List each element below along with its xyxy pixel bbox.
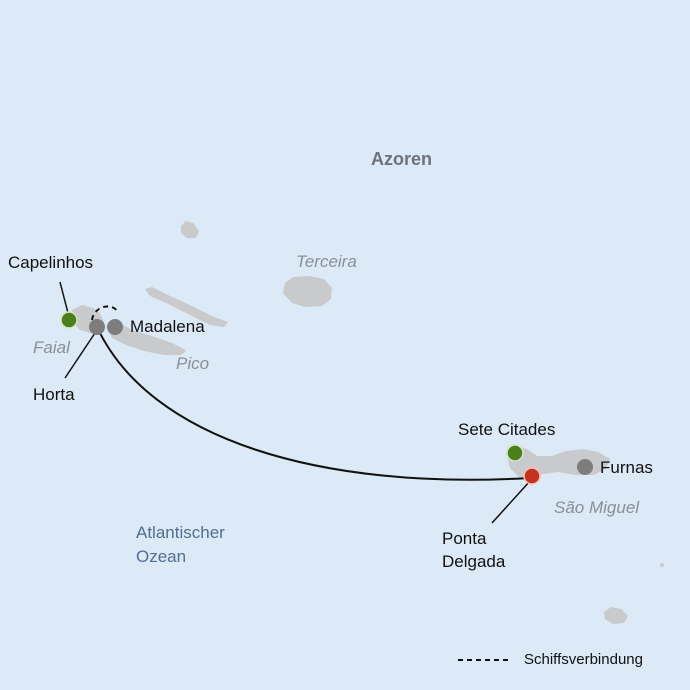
ocean-label-line1: Atlantischer (136, 523, 225, 542)
map-title: Azoren (371, 149, 433, 169)
island-sao-jorge (145, 287, 228, 327)
ocean-label-line2: Ozean (136, 547, 187, 566)
place-label-capelinhos: Capelinhos (8, 253, 94, 272)
leader-ponta-delgada (491, 480, 531, 524)
leader-horta (64, 332, 96, 379)
route-horta-ponta-delgada (96, 326, 531, 481)
marker-horta[interactable] (89, 319, 105, 335)
island-pico (106, 322, 186, 355)
legend-ferry-label: Schiffsverbindung (524, 651, 643, 668)
island-label-terceira: Terceira (296, 252, 357, 271)
marker-capelinhos[interactable] (60, 311, 78, 329)
islet-east (660, 563, 664, 567)
place-label-furnas: Furnas (600, 458, 653, 477)
island-label-faial: Faial (33, 338, 70, 357)
place-label-ponta-delgada-line2: Delgada (442, 552, 506, 571)
island-santa-maria (604, 607, 628, 624)
place-label-horta: Horta (33, 385, 75, 404)
island-label-pico: Pico (176, 354, 210, 373)
ferry-route-horta-madalena (91, 305, 119, 321)
marker-ponta-delgada[interactable] (523, 467, 541, 485)
island-terceira (283, 276, 332, 307)
place-label-ponta-delgada-line1: Ponta (442, 529, 487, 548)
marker-sete-citades[interactable] (506, 444, 524, 462)
marker-madalena[interactable] (107, 319, 123, 335)
marker-furnas[interactable] (577, 459, 593, 475)
island-label-sao-miguel: São Miguel (554, 498, 640, 517)
leader-capelinhos (59, 281, 69, 314)
place-label-sete-citades: Sete Citades (458, 420, 556, 439)
place-label-madalena: Madalena (130, 317, 205, 336)
island-small-north (181, 221, 199, 238)
